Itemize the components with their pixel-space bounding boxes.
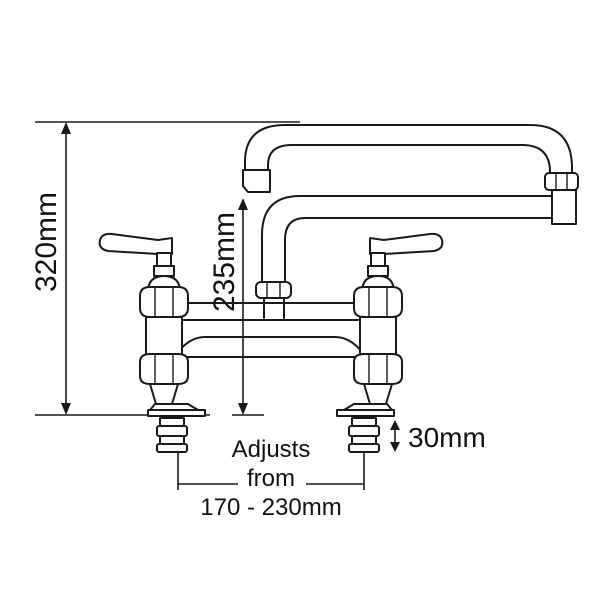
left-tail-thread — [159, 417, 185, 427]
upper-bridge — [181, 302, 359, 321]
right-valve-nut — [353, 286, 403, 318]
swing-spout — [242, 124, 579, 319]
dimension-total-height: 320mm — [30, 121, 300, 416]
spacing-label-line3: 170 - 230mm — [200, 494, 341, 521]
left-handle-stem — [156, 252, 172, 268]
right-flange-top — [343, 403, 393, 411]
dimension-centre-spacing: Adjusts from 170 - 230mm — [177, 436, 365, 521]
left-lever-handle — [98, 232, 173, 255]
spout-outlet — [242, 169, 271, 193]
right-tail-end — [348, 443, 380, 453]
left-tail-nut — [156, 425, 188, 437]
arrow-down-icon — [61, 403, 71, 415]
spout-swivel-collar — [551, 189, 577, 225]
spacing-label-line1: Adjusts — [232, 436, 311, 463]
spout-inner-edge — [267, 144, 551, 179]
dimension-tail-adjust: 30mm — [390, 420, 486, 453]
arrow-down-icon — [390, 442, 400, 452]
riser-inner-edge — [284, 217, 553, 284]
riser-nut — [255, 281, 292, 299]
arrow-up-icon — [390, 420, 400, 430]
left-handle-collar — [153, 265, 175, 277]
right-tail-thread — [351, 435, 377, 445]
right-valve — [336, 232, 444, 453]
right-handle-stem — [370, 252, 386, 268]
left-lower-nut — [139, 353, 189, 385]
left-tail-thread — [159, 435, 185, 445]
left-valve-nut — [139, 286, 189, 318]
spout-height-label: 235mm — [208, 212, 241, 312]
right-tail-thread — [351, 417, 377, 427]
lower-bridge-top-edge — [177, 336, 363, 353]
left-valve-body — [145, 316, 183, 356]
riser-outer-edge — [261, 195, 553, 284]
left-shank — [149, 383, 179, 405]
arrow-up-icon — [238, 198, 248, 210]
total-height-label: 320mm — [30, 192, 63, 292]
left-tail-end — [156, 443, 188, 453]
spout-outer-edge — [244, 124, 573, 179]
right-shank — [363, 383, 393, 405]
dimension-spout-height: 235mm — [208, 198, 264, 416]
arrow-up-icon — [61, 122, 71, 134]
right-handle-collar — [367, 265, 389, 277]
lower-bridge — [177, 336, 363, 358]
tail-adjust-label: 30mm — [408, 422, 486, 453]
left-valve — [98, 232, 206, 453]
right-lever-handle — [369, 232, 444, 255]
arrow-down-icon — [238, 403, 248, 415]
left-flange-top — [149, 403, 199, 411]
spout-swivel-nut — [544, 172, 579, 191]
right-tail-nut — [348, 425, 380, 437]
right-valve-body — [359, 316, 397, 356]
spacing-label-line2: from — [247, 465, 295, 492]
right-lower-nut — [353, 353, 403, 385]
